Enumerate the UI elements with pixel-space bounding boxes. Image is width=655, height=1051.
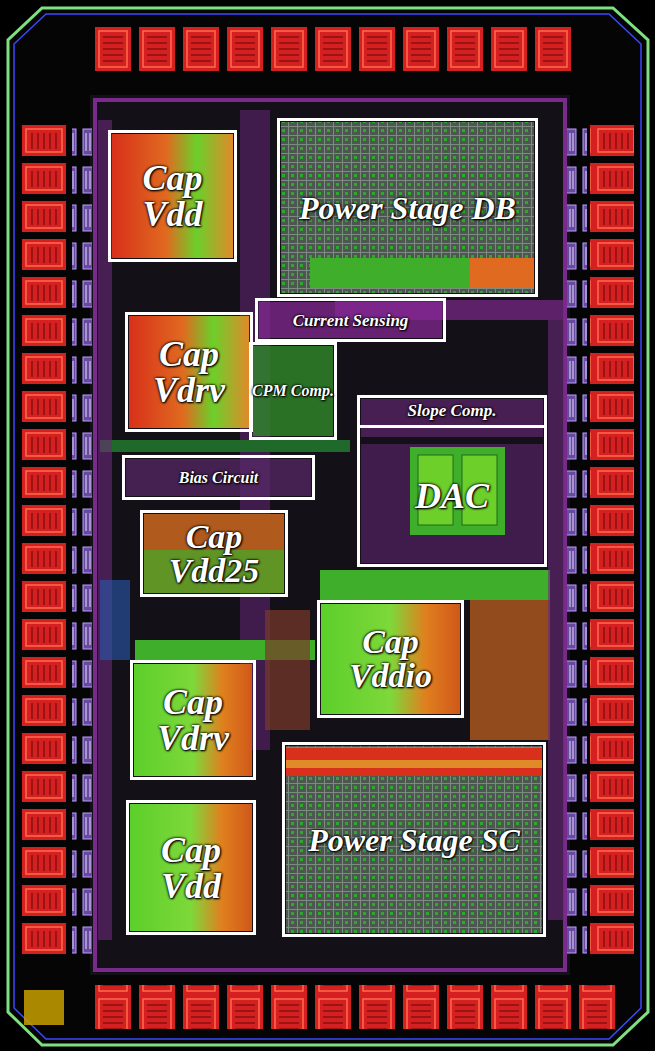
block-body: DAC bbox=[360, 428, 544, 564]
block-label: Cap Vdrv bbox=[133, 684, 253, 756]
capacitor-block: Cap Vdrv bbox=[125, 312, 253, 432]
block-label: Cap Vdd bbox=[111, 160, 234, 232]
capacitor-block: Cap Vdd bbox=[126, 800, 256, 935]
bias-block: Bias Circuit bbox=[122, 455, 315, 500]
block-label: Bias Circuit bbox=[179, 470, 259, 486]
power-stage-block: Power Stage DB bbox=[277, 118, 538, 297]
block-label: Cap Vddio bbox=[320, 625, 461, 693]
block-label: Power Stage SC bbox=[308, 824, 520, 856]
block-label: Slope Comp. bbox=[360, 398, 544, 428]
comparator-block: CPM Comp. bbox=[249, 342, 337, 440]
block-label: CPM Comp. bbox=[252, 383, 334, 399]
capacitor-block: Cap Vdd25 bbox=[140, 510, 288, 597]
block-label: DAC bbox=[415, 478, 489, 514]
block-label: Cap Vdd bbox=[129, 832, 253, 904]
block-label: Cap Vdd25 bbox=[143, 520, 285, 588]
block-label: Power Stage DB bbox=[299, 192, 516, 224]
capacitor-block: Cap Vdd bbox=[108, 130, 237, 262]
block-label: Cap Vdrv bbox=[128, 336, 250, 408]
sensing-block: Current Sensing bbox=[255, 298, 446, 342]
capacitor-block: Cap Vdrv bbox=[130, 660, 256, 780]
slope-comp-block: Slope Comp. DAC bbox=[357, 395, 547, 567]
block-label: Current Sensing bbox=[293, 312, 409, 329]
capacitor-block: Cap Vddio bbox=[317, 600, 464, 718]
power-stage-block: Power Stage SC bbox=[282, 742, 546, 937]
